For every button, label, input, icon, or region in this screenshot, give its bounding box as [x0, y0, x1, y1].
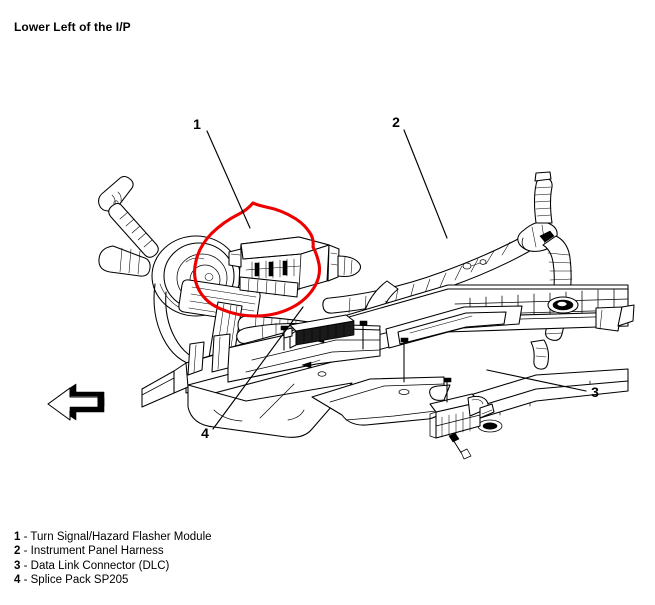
leader-line-3 [486, 369, 587, 392]
legend-separator-1: - [20, 531, 31, 543]
ip-carrier-beam [141, 284, 635, 438]
legend-item-1: 1 - Turn Signal/Hazard Flasher Module [14, 530, 212, 544]
legend-number-3: 3 [14, 559, 21, 572]
legend-separator-3: - [20, 559, 31, 572]
legend-separator-2: - [20, 545, 31, 558]
legend-description-2: Instrument Panel Harness [30, 545, 164, 558]
callout-number-3: 3 [591, 384, 599, 400]
page-title: Lower Left of the I/P [14, 20, 131, 34]
leader-line-1 [206, 130, 251, 229]
data-link-connector [429, 377, 495, 460]
forward-direction-arrow [47, 383, 105, 421]
legend-number-2: 2 [14, 545, 21, 558]
flasher-module-connector [228, 236, 362, 298]
callout-number-4: 4 [201, 425, 209, 441]
legend-item-4: 4 - Splice Pack SP205 [14, 573, 212, 587]
leader-line-4 [212, 306, 304, 430]
technical-diagram: 1 2 3 4 [47, 114, 635, 460]
callout-number-2: 2 [392, 114, 400, 130]
legend-number-1: 1 [14, 531, 21, 543]
legend-number-4: 4 [14, 574, 21, 587]
callout-number-1: 1 [193, 116, 201, 132]
callout-numbers: 1 2 3 4 [193, 114, 599, 441]
leader-line-2 [403, 129, 448, 239]
legend-description-3: Data Link Connector (DLC) [30, 559, 170, 572]
callout-leader-lines [206, 129, 587, 430]
legend-description-1: Turn Signal/Hazard Flasher Module [30, 531, 212, 543]
hand-drawn-annotation-circle [192, 201, 322, 318]
legend-description-4: Splice Pack SP205 [30, 574, 129, 587]
legend: 1 - Turn Signal/Hazard Flasher Module 2 … [14, 530, 212, 588]
legend-separator-4: - [20, 574, 31, 587]
legend-item-2: 2 - Instrument Panel Harness [14, 544, 212, 558]
legend-item-3: 3 - Data Link Connector (DLC) [14, 559, 212, 573]
